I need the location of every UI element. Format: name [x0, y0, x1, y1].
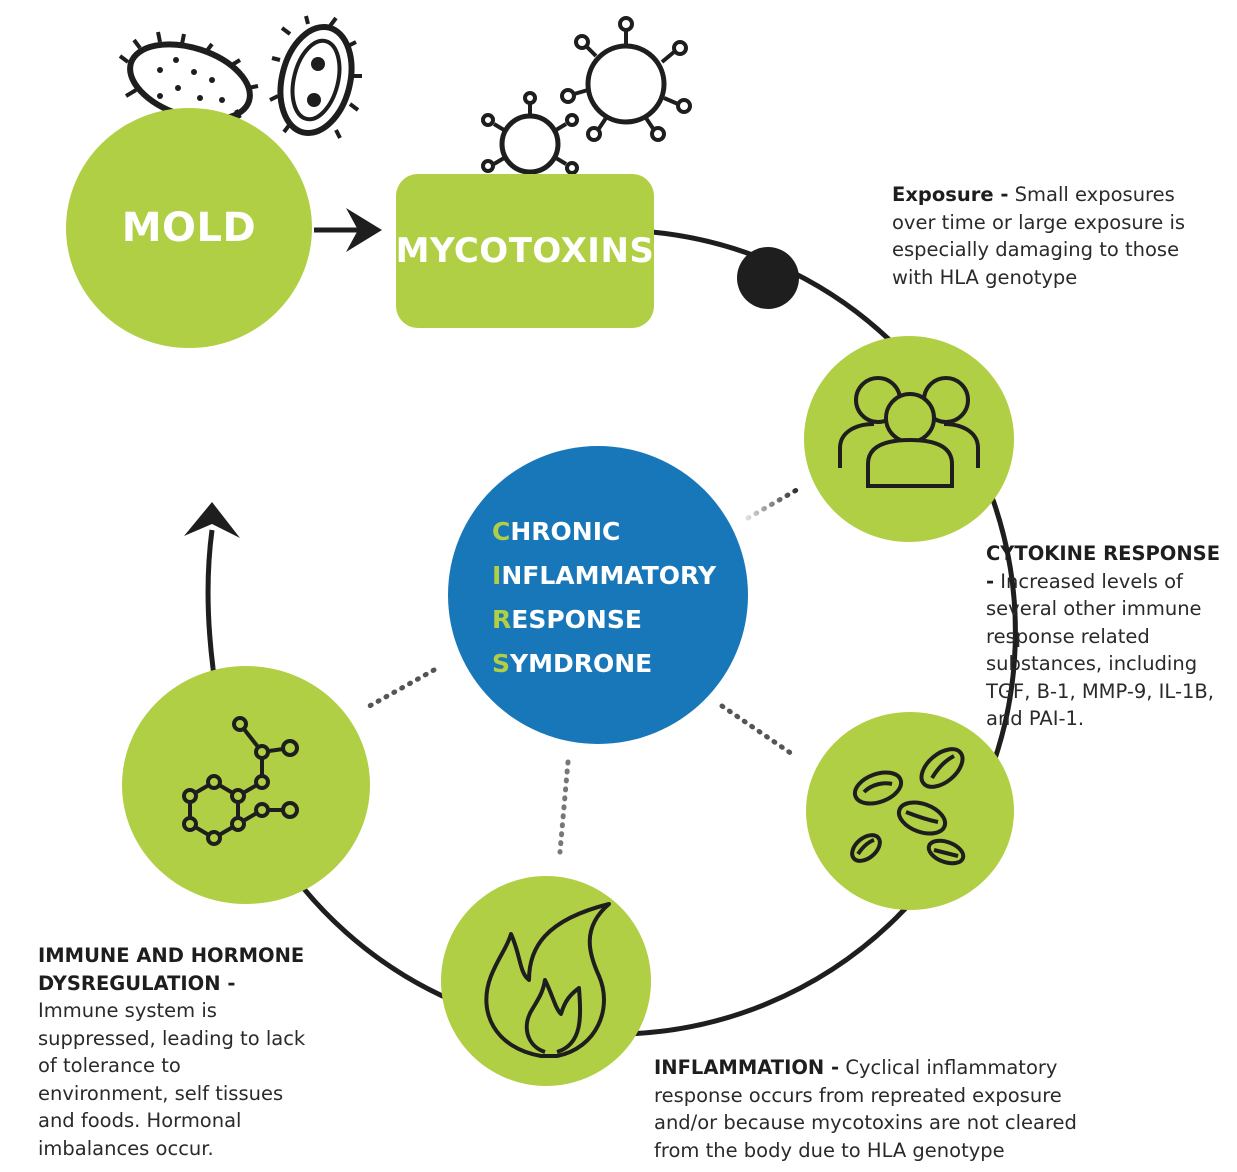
exposure-caption: Exposure - Small exposures over time or …	[892, 181, 1192, 291]
immune-title: IMMUNE AND HORMONE DYSREGULATION -	[38, 944, 305, 995]
immune-hormone-stage	[122, 666, 370, 904]
mold-node: MOLD	[66, 108, 312, 348]
mycotoxins-node: MYCOTOXINS	[396, 174, 654, 328]
cytokine-text: Increased levels of several other immune…	[986, 569, 1214, 731]
inflammation-stage	[441, 876, 651, 1086]
cirs-word: NFLAMMATORY	[501, 561, 717, 590]
mycotoxins-label: MYCOTOXINS	[395, 231, 655, 271]
cytokine-caption: CYTOKINE RESPONSE - Increased levels of …	[986, 540, 1226, 733]
immune-text: Immune system is suppressed, leading to …	[38, 999, 306, 1160]
cirs-initial: S	[492, 649, 511, 678]
people-icon	[838, 376, 980, 488]
dotted-connectors	[363, 485, 803, 855]
mold-label: MOLD	[121, 205, 257, 251]
cirs-initial: R	[492, 605, 512, 634]
virus-icon	[481, 16, 692, 175]
immune-caption: IMMUNE AND HORMONE DYSREGULATION - Immun…	[38, 942, 308, 1162]
exposure-text: Small exposures over time or large expos…	[892, 183, 1186, 289]
return-arrow-line	[205, 529, 216, 669]
exposure-marker	[737, 247, 799, 309]
exposure-title: Exposure -	[892, 183, 1009, 206]
bacteria-icon	[118, 15, 362, 139]
cirs-center: CHRONIC INFLAMMATORY RESPONSE SYMDRONE	[448, 446, 748, 744]
cirs-word: ESPONSE	[511, 605, 642, 634]
molecule-icon	[182, 716, 299, 846]
cirs-initial: I	[492, 561, 502, 590]
return-arrow-head	[184, 502, 240, 538]
inflammation-caption: INFLAMMATION - Cyclical inflammatory res…	[654, 1054, 1094, 1164]
cirs-word: HRONIC	[510, 517, 621, 546]
cirs-line-response: RESPONSE	[492, 598, 716, 642]
cirs-word: YMDRONE	[510, 649, 653, 678]
cirs-acronym: CHRONIC INFLAMMATORY RESPONSE SYMDRONE	[492, 510, 716, 686]
flame-icon	[484, 902, 611, 1058]
inflammation-title: INFLAMMATION -	[654, 1056, 840, 1079]
blood-cells-icon	[850, 747, 966, 866]
cytokine-stage	[804, 336, 1014, 542]
blood-cells-stage	[806, 712, 1014, 910]
mold-arrow-head	[346, 208, 382, 252]
cirs-line-inflammatory: INFLAMMATORY	[492, 554, 716, 598]
cirs-line-chronic: CHRONIC	[492, 510, 716, 554]
cirs-initial: C	[492, 517, 511, 546]
cytokine-title: CYTOKINE RESPONSE -	[986, 542, 1221, 593]
cirs-line-symdrone: SYMDRONE	[492, 642, 716, 686]
inflammation-text: Cyclical inflammatory response occurs fr…	[654, 1056, 1077, 1162]
